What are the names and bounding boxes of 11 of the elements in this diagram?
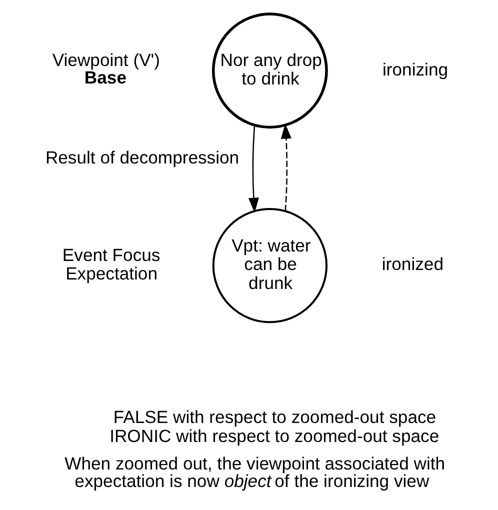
node-circle: Nor any drop to drink (211, 12, 328, 128)
label: FALSE with respect to zoomed-out space (112, 406, 436, 427)
arrow (280, 123, 291, 211)
node-label: ironizing (382, 58, 448, 79)
node-label: Viewpoint (V') (52, 49, 160, 70)
node-label: Event Focus Expectation (62, 244, 160, 284)
node-circle: Vpt: water can be drunk (212, 207, 328, 323)
caption: When zoomed out, the viewpoint associated with expectation is now object of the ironizing view (64, 453, 445, 491)
edge-label: Result of decompression (44, 147, 239, 168)
node-label: ironized (381, 254, 443, 274)
arrow (248, 124, 258, 212)
